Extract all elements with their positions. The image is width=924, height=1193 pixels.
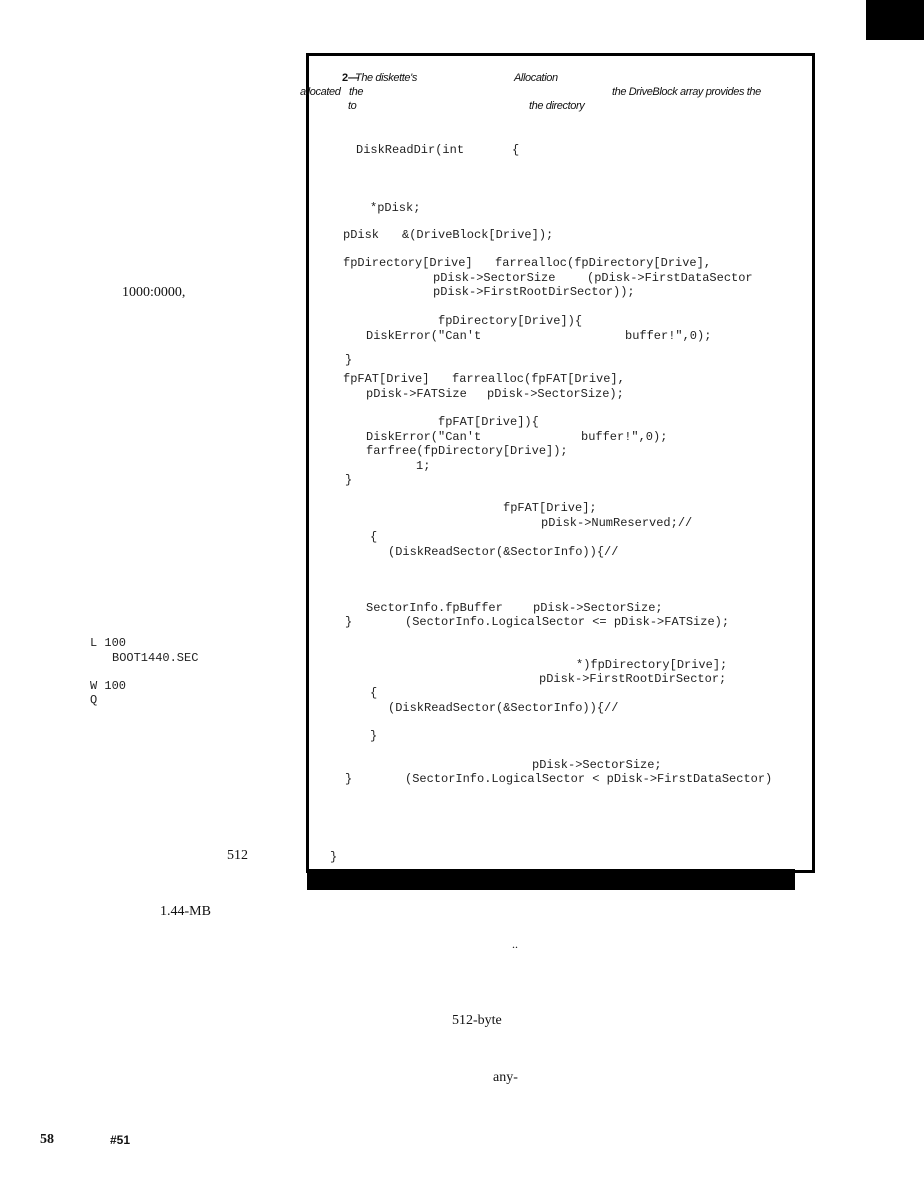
code-line: } bbox=[345, 473, 353, 487]
issue-number: #51 bbox=[110, 1133, 131, 1147]
code-line: (DiskReadSector(&SectorInfo)){// bbox=[388, 701, 619, 715]
code-line: fpDirectory[Drive]){ bbox=[438, 314, 583, 328]
code-line: pDisk->SectorSize bbox=[433, 271, 556, 285]
code-line: farrealloc(fpFAT[Drive], bbox=[452, 372, 625, 386]
body-text: 512-byte bbox=[452, 1013, 502, 1028]
page-number: 58 bbox=[40, 1132, 54, 1147]
code-line: DiskError("Can't bbox=[366, 430, 482, 444]
code-line: pDisk->FirstRootDirSector)); bbox=[433, 285, 635, 299]
code-line: farfree(fpDirectory[Drive]); bbox=[366, 444, 568, 458]
debug-command: L 100 bbox=[90, 636, 127, 650]
code-line: } bbox=[370, 729, 378, 743]
listing-number: 2— bbox=[342, 72, 360, 84]
code-line: { bbox=[512, 143, 520, 157]
code-line: 1; bbox=[416, 459, 431, 473]
code-line: } bbox=[345, 353, 353, 367]
debug-command: W 100 bbox=[90, 679, 127, 693]
code-line: fpFAT[Drive] bbox=[343, 372, 430, 386]
address-text: 1000:0000, bbox=[122, 285, 186, 300]
listing-box-shadow-bar bbox=[307, 869, 795, 890]
code-line: &(DriveBlock[Drive]); bbox=[402, 228, 554, 242]
caption-text: Allocation bbox=[514, 72, 558, 84]
corner-tab-marker bbox=[866, 0, 924, 40]
code-line: (SectorInfo.LogicalSector <= pDisk->FATS… bbox=[405, 615, 730, 629]
code-line: } bbox=[330, 850, 338, 864]
debug-command: Q bbox=[90, 693, 98, 707]
code-line: fpFAT[Drive]; bbox=[503, 501, 597, 515]
code-line: buffer!",0); bbox=[625, 329, 712, 343]
code-line: } bbox=[345, 772, 353, 786]
code-line: pDisk->SectorSize; bbox=[533, 601, 663, 615]
caption-text: to bbox=[348, 100, 357, 112]
caption-text: the bbox=[349, 86, 364, 98]
code-line: pDisk->NumReserved;// bbox=[541, 516, 693, 530]
body-text: any- bbox=[493, 1070, 518, 1085]
code-line: (DiskReadSector(&SectorInfo)){// bbox=[388, 545, 619, 559]
body-text: 1.44-MB bbox=[160, 904, 211, 919]
code-line: (SectorInfo.LogicalSector < pDisk->First… bbox=[405, 772, 773, 786]
code-line: buffer!",0); bbox=[581, 430, 668, 444]
code-line: *)fpDirectory[Drive]; bbox=[576, 658, 728, 672]
caption-text: The diskette's bbox=[355, 72, 417, 84]
code-line: farrealloc(fpDirectory[Drive], bbox=[495, 256, 712, 270]
code-line: pDisk->SectorSize; bbox=[532, 758, 662, 772]
code-line: pDisk->SectorSize); bbox=[487, 387, 624, 401]
code-line: DiskReadDir(int bbox=[356, 143, 465, 157]
code-line: *pDisk; bbox=[370, 201, 421, 215]
code-line: pDisk->FirstRootDirSector; bbox=[539, 672, 727, 686]
debug-command: BOOT1440.SEC bbox=[112, 651, 199, 665]
code-line: fpFAT[Drive]){ bbox=[438, 415, 539, 429]
body-text: .. bbox=[512, 937, 518, 951]
code-line: fpDirectory[Drive] bbox=[343, 256, 473, 270]
listing-box bbox=[306, 53, 815, 873]
code-line: (pDisk->FirstDataSector bbox=[587, 271, 753, 285]
code-line: DiskError("Can't bbox=[366, 329, 482, 343]
code-line: { bbox=[370, 530, 378, 544]
code-line: { bbox=[370, 686, 378, 700]
code-line: pDisk->FATSize bbox=[366, 387, 467, 401]
code-line: SectorInfo.fpBuffer bbox=[366, 601, 503, 615]
caption-text: allocated bbox=[300, 86, 341, 98]
caption-text: the directory bbox=[529, 100, 585, 112]
body-text: 512 bbox=[227, 848, 248, 863]
code-line: } bbox=[345, 615, 353, 629]
code-line: pDisk bbox=[343, 228, 380, 242]
caption-text: the DriveBlock array provides the bbox=[612, 86, 761, 98]
